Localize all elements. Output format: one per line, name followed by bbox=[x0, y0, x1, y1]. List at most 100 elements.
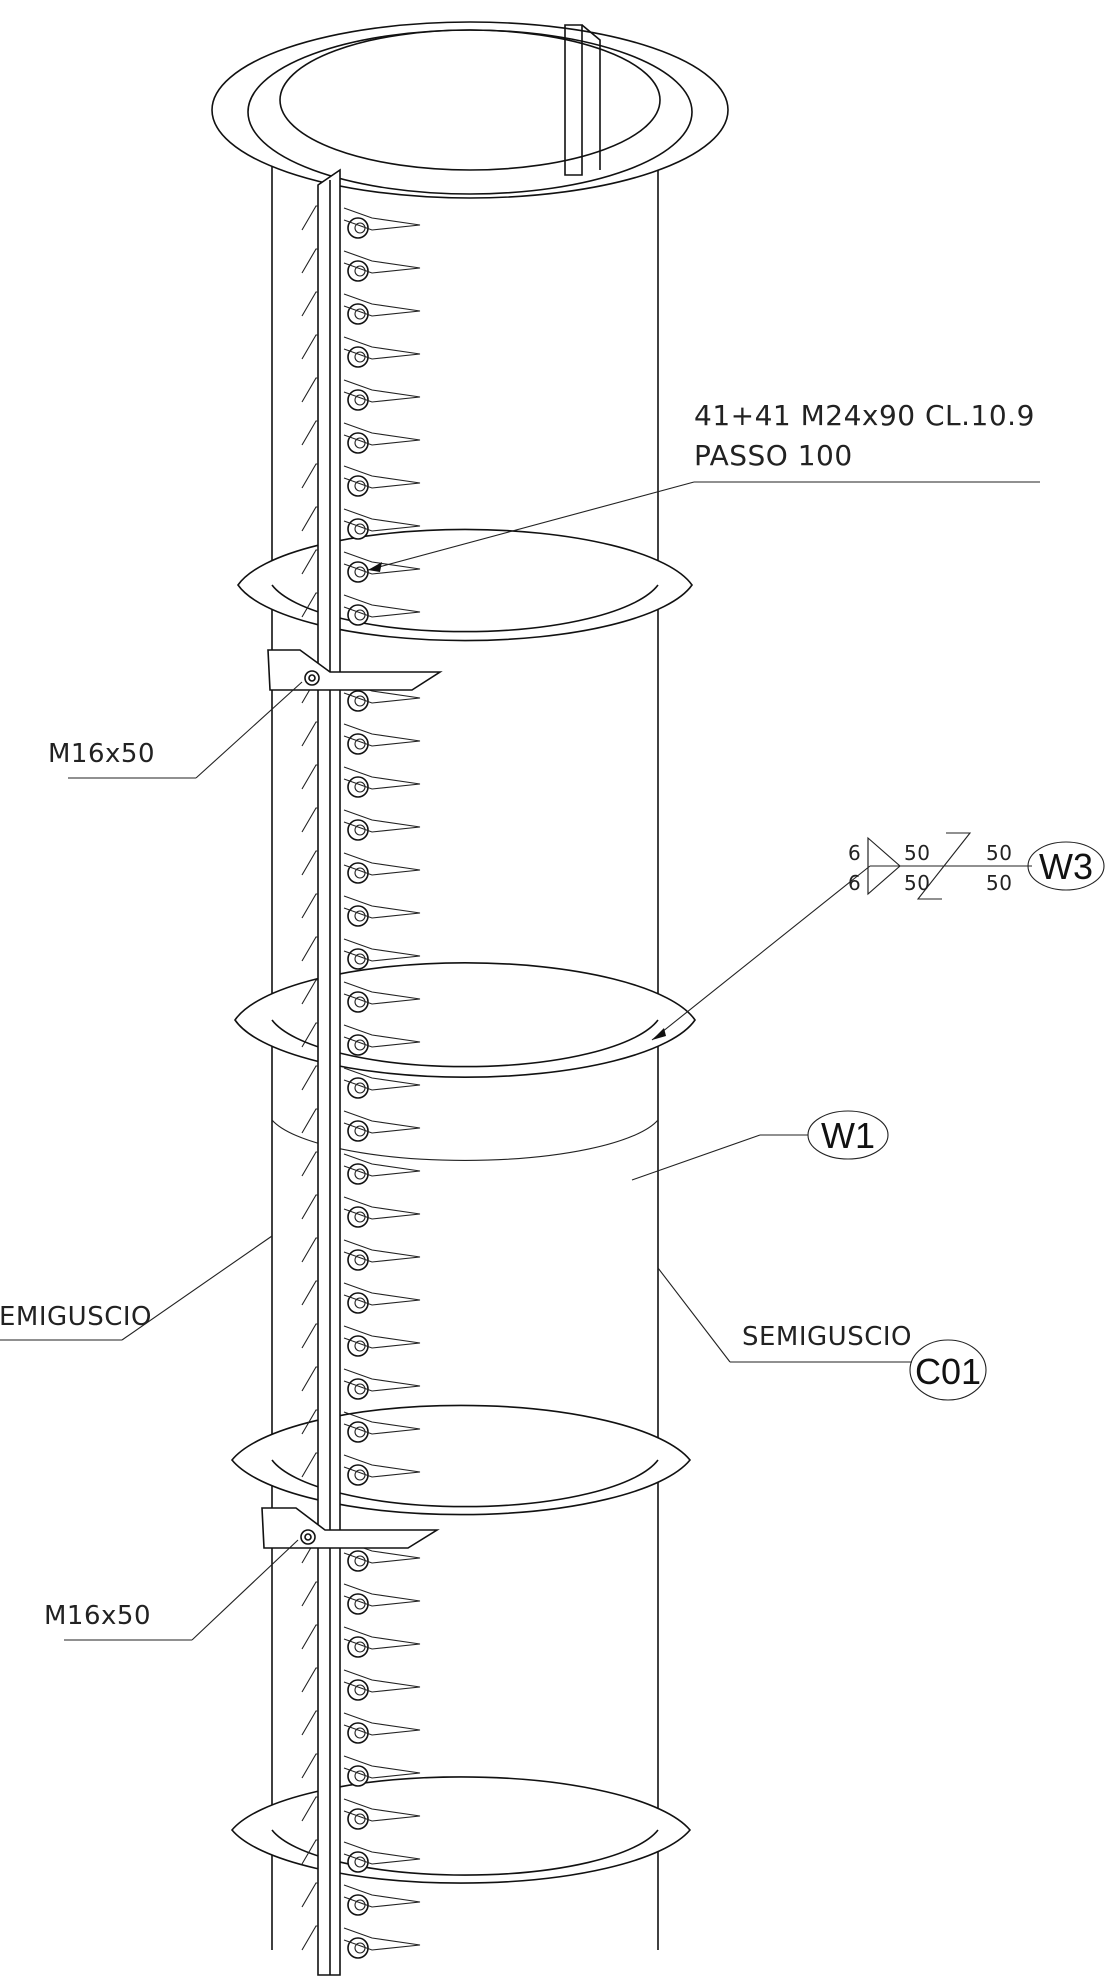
shell-label-left: SEMIGUSCIO bbox=[0, 1302, 152, 1332]
stiffener-tooth bbox=[343, 1712, 421, 1736]
stiffener-tooth bbox=[343, 723, 421, 747]
weld-len-top-right: 50 bbox=[986, 841, 1012, 865]
stiffener-tooth-left bbox=[301, 291, 318, 317]
stiffener-tooth bbox=[343, 1798, 421, 1822]
pin-plate-lower bbox=[261, 1507, 440, 1549]
stiffener-tooth-left bbox=[301, 807, 318, 833]
stiffener-tooth-left bbox=[301, 1151, 318, 1177]
stiffener-tooth-left bbox=[301, 979, 318, 1005]
stiffener-tooth-left bbox=[301, 1065, 318, 1091]
stiffener-tooth-left bbox=[301, 463, 318, 489]
stiffener-tooth-left bbox=[301, 248, 318, 274]
weld-tag-w1-bubble bbox=[807, 1110, 889, 1160]
stiffener-tooth bbox=[343, 508, 421, 532]
stiffener-tooth-left bbox=[301, 1581, 318, 1607]
stiffener-tooth-left bbox=[301, 764, 318, 790]
stiffener-tooth-left bbox=[301, 1323, 318, 1349]
stiffener-tooth-left bbox=[301, 1409, 318, 1435]
flange-4 bbox=[230, 1404, 692, 1516]
weld-callout-w1: W1 bbox=[631, 1110, 889, 1181]
pin-label-upper: M16x50 bbox=[48, 739, 155, 769]
stiffener-tooth-left bbox=[301, 1194, 318, 1220]
bolt-callout-line2: PASSO 100 bbox=[694, 439, 853, 472]
stiffener-tooth bbox=[343, 594, 421, 618]
stiffener-tooth bbox=[343, 1927, 421, 1951]
stiffener-tooth bbox=[343, 551, 421, 575]
stiffener-tooth bbox=[343, 1282, 421, 1306]
weld-tag-w3-bubble bbox=[1027, 841, 1105, 891]
weld-size-bottom: 6 bbox=[848, 871, 861, 895]
stiffener-tooth-left bbox=[301, 1237, 318, 1263]
stiffener-tooth bbox=[343, 1196, 421, 1220]
stiffener-tooth-left bbox=[301, 850, 318, 876]
weld-symbol-w3: 6 6 50 50 50 50 W3 bbox=[651, 832, 1105, 1041]
stiffener-tooth bbox=[343, 1454, 421, 1478]
stiffener-tooth bbox=[343, 1024, 421, 1048]
stiffener-tooth bbox=[343, 1841, 421, 1865]
stiffener-tooth-left bbox=[301, 1925, 318, 1951]
pin-plate-upper bbox=[267, 649, 443, 691]
stiffener-tooth bbox=[343, 1325, 421, 1349]
weld-tag-w1: W1 bbox=[821, 1115, 875, 1156]
shell-label-right: SEMIGUSCIO bbox=[742, 1322, 912, 1352]
pin-label-lower: M16x50 bbox=[44, 1601, 151, 1631]
stiffener-tooth bbox=[343, 852, 421, 876]
weld-tag-w3: W3 bbox=[1039, 846, 1093, 887]
stiffener-tooth-left bbox=[301, 936, 318, 962]
stiffener-tooth bbox=[343, 1110, 421, 1134]
bolt-callout-line1: 41+41 M24x90 CL.10.9 bbox=[694, 399, 1035, 432]
stiffener-tooth-left bbox=[301, 549, 318, 575]
stiffener-tooth bbox=[343, 1239, 421, 1263]
stiffener-tooth-left bbox=[301, 1280, 318, 1306]
shell-callout-right: SEMIGUSCIO C01 bbox=[657, 1267, 987, 1401]
stiffener-tooth bbox=[343, 1411, 421, 1435]
weld-len-bottom-right: 50 bbox=[986, 871, 1012, 895]
stiffener-tooth bbox=[343, 422, 421, 446]
stiffener-tooth bbox=[343, 895, 421, 919]
stiffener-tooth-left bbox=[301, 205, 318, 231]
stiffener-tooth bbox=[343, 465, 421, 489]
stiffener-tooth-left bbox=[301, 1108, 318, 1134]
stiffener-tooth-left bbox=[301, 1796, 318, 1822]
stiffener-tooth bbox=[343, 1067, 421, 1091]
splice-joint bbox=[317, 168, 341, 1976]
stiffener-tooth bbox=[343, 1755, 421, 1779]
bolt-callout: 41+41 M24x90 CL.10.9 PASSO 100 bbox=[367, 399, 1040, 572]
stiffener-tooth-left bbox=[301, 592, 318, 618]
stiffener-tooth bbox=[343, 1884, 421, 1908]
stiffener-tooth-left bbox=[301, 721, 318, 747]
weld-len-top-left: 50 bbox=[904, 841, 930, 865]
stiffener-tooth-left bbox=[301, 506, 318, 532]
stiffener-tooth-left bbox=[301, 893, 318, 919]
stiffener-tooth-left bbox=[301, 1624, 318, 1650]
flange-5 bbox=[230, 1776, 692, 1884]
stiffener-tooth-left bbox=[301, 377, 318, 403]
stiffener-tooth-left bbox=[301, 1882, 318, 1908]
stiffener-tooth bbox=[343, 938, 421, 962]
stiffener-tooth-left bbox=[301, 420, 318, 446]
stiffener-tooth bbox=[343, 766, 421, 790]
flange-3 bbox=[234, 961, 696, 1079]
weld-len-bottom-left: 50 bbox=[904, 871, 930, 895]
stiffener-tooth-left bbox=[301, 1667, 318, 1693]
stiffener-tooth bbox=[343, 1669, 421, 1693]
shell-tag-c01: C01 bbox=[915, 1351, 981, 1392]
stiffener-tooth bbox=[343, 1368, 421, 1392]
shell-tag-bubble bbox=[909, 1339, 987, 1401]
stiffener-tooth-left bbox=[301, 1839, 318, 1865]
stiffener-tooth-left bbox=[301, 334, 318, 360]
stiffener-tooth-left bbox=[301, 1452, 318, 1478]
stiffener-tooth bbox=[343, 1583, 421, 1607]
stiffener-tooth bbox=[343, 250, 421, 274]
stiffener-tooth bbox=[343, 379, 421, 403]
pin-callout-lower: M16x50 bbox=[44, 1539, 299, 1641]
stiffener-tooth-left bbox=[301, 1753, 318, 1779]
stiffener-tooth-left bbox=[301, 1366, 318, 1392]
stiffener-tooth bbox=[343, 1626, 421, 1650]
stiffener-tooth-left bbox=[301, 1022, 318, 1048]
w1-seam bbox=[271, 1119, 659, 1161]
weld-size-top: 6 bbox=[848, 841, 861, 865]
stiffener-tooth bbox=[343, 981, 421, 1005]
flange-2 bbox=[237, 528, 693, 642]
